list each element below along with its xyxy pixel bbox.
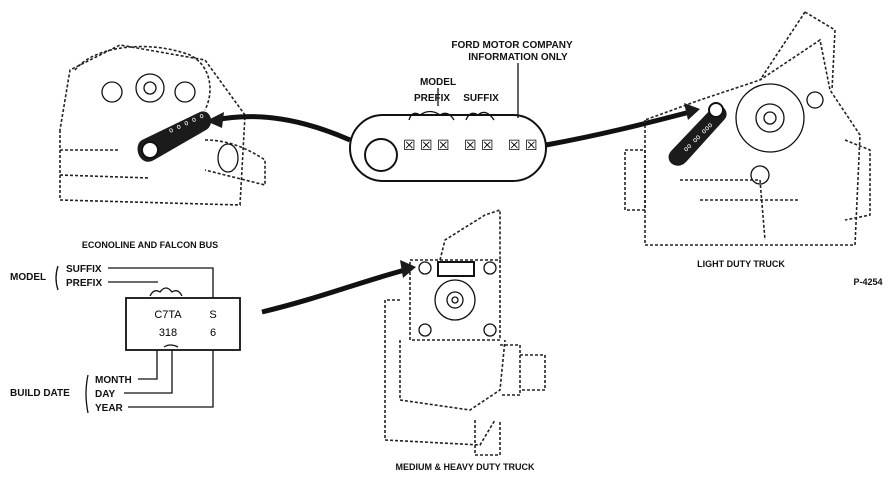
svg-text:☒: ☒ xyxy=(464,138,477,154)
light-truck-id-tag: oo oo ooo xyxy=(668,102,727,166)
light-duty-truck-steering-gear-drawing: oo oo ooo xyxy=(624,11,871,246)
svg-text:☒: ☒ xyxy=(508,138,521,154)
arrow-to-heavy-duty xyxy=(261,260,416,315)
build-date-label: BUILD DATE xyxy=(10,388,70,399)
code-build-date-value: 318 xyxy=(159,327,177,339)
svg-text:☒: ☒ xyxy=(525,138,538,154)
svg-text:☒: ☒ xyxy=(420,138,433,154)
code-year-value: 6 xyxy=(210,327,216,339)
svg-text:☒: ☒ xyxy=(437,138,450,154)
company-line-1: FORD MOTOR COMPANY xyxy=(451,40,573,51)
suffix-boxes: ☒ ☒ xyxy=(464,138,494,154)
ford-info-boxes: ☒ ☒ xyxy=(508,138,538,154)
figure-number: P-4254 xyxy=(853,277,882,287)
heavy-duty-truck-title: MEDIUM & HEAVY DUTY TRUCK xyxy=(395,462,535,472)
econoline-id-tag: o o o o o xyxy=(137,111,212,162)
econoline-steering-gear-drawing: o o o o o xyxy=(59,44,266,206)
month-label: MONTH xyxy=(95,375,132,386)
econoline-code-tag: C7TA S 318 6 MODEL SUFFIX PREFIX BUILD D… xyxy=(10,264,241,414)
tag-model-label: MODEL xyxy=(420,77,456,88)
econoline-title: ECONOLINE AND FALCON BUS xyxy=(82,240,218,250)
prefix-boxes: ☒ ☒ ☒ xyxy=(403,138,450,154)
code-model-label: MODEL xyxy=(10,272,46,283)
arrow-to-light-truck xyxy=(545,103,700,148)
tag-prefix-label: PREFIX xyxy=(414,93,450,104)
code-suffix-label: SUFFIX xyxy=(66,264,102,275)
day-label: DAY xyxy=(95,389,116,400)
arrow-to-econoline xyxy=(206,112,352,143)
heavy-duty-tag-plate xyxy=(437,261,475,277)
code-model-prefix-value: C7TA xyxy=(154,309,182,321)
light-duty-truck-title: LIGHT DUTY TRUCK xyxy=(697,259,785,269)
svg-text:☒: ☒ xyxy=(481,138,494,154)
company-line-2: INFORMATION ONLY xyxy=(468,52,568,63)
heavy-duty-truck-steering-gear-drawing xyxy=(384,208,546,456)
code-prefix-label: PREFIX xyxy=(66,278,102,289)
code-model-suffix-value: S xyxy=(209,309,216,321)
identification-tag-detail: FORD MOTOR COMPANY INFORMATION ONLY MODE… xyxy=(349,40,573,182)
year-label: YEAR xyxy=(95,403,124,414)
tag-suffix-label: SUFFIX xyxy=(463,93,499,104)
svg-text:☒: ☒ xyxy=(403,138,416,154)
